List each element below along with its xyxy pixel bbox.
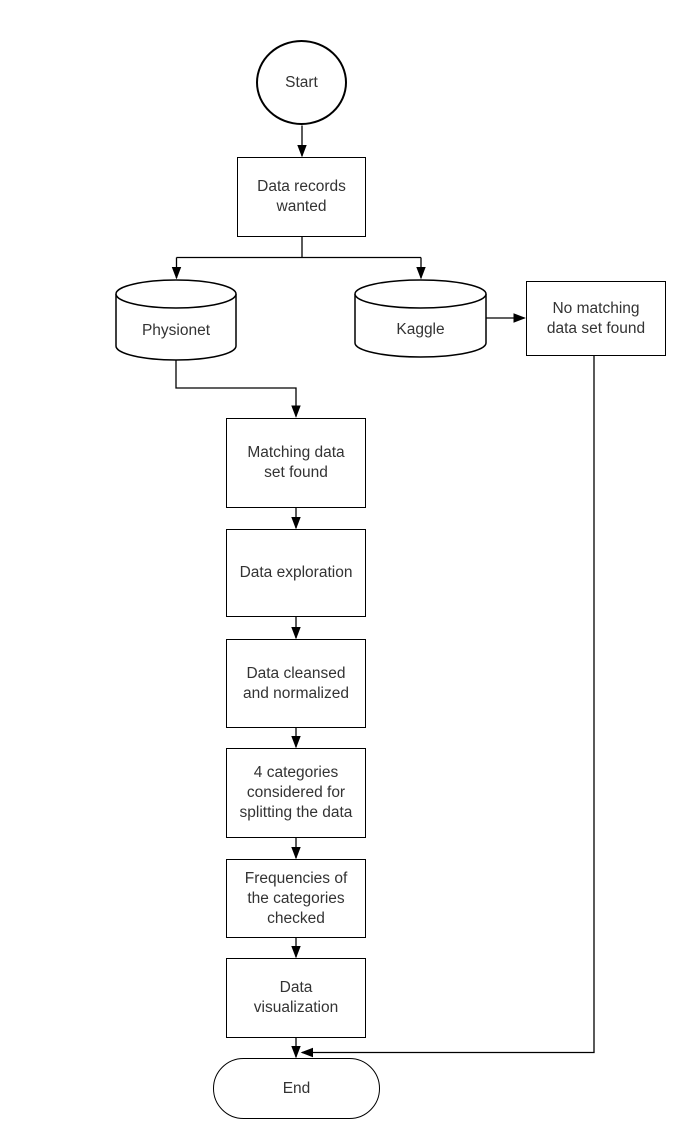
- physionet-cylinder-shape: [115, 279, 237, 361]
- node-frequencies-of-categories-checked: Frequencies of the categories checked: [226, 859, 366, 938]
- node-data-records-wanted: Data records wanted: [237, 157, 366, 237]
- node-frequencies-of-categories-checked-label: Frequencies of the categories checked: [244, 869, 348, 927]
- node-kaggle: Kaggle: [355, 320, 486, 340]
- edge-physionet-to-matching: [175, 360, 301, 418]
- node-matching-data-set-found: Matching data set found: [226, 418, 366, 508]
- node-start-label: Start: [285, 73, 318, 91]
- node-4-categories-considered-label: 4 categories considered for splitting th…: [239, 764, 353, 821]
- node-data-exploration: Data exploration: [226, 529, 366, 617]
- node-kaggle-label: Kaggle: [396, 321, 445, 338]
- node-data-records-wanted-label: Data records wanted: [257, 178, 346, 215]
- node-data-visualization-label: Data visualization: [253, 979, 339, 1016]
- node-physionet: Physionet: [116, 321, 236, 341]
- kaggle-cylinder-shape: [354, 279, 487, 358]
- edge-no-match-to-end: [300, 356, 595, 1058]
- node-4-categories-considered: 4 categories considered for splitting th…: [226, 748, 366, 838]
- node-physionet-label: Physionet: [141, 322, 211, 339]
- node-matching-data-set-found-label: Matching data set found: [247, 444, 345, 481]
- node-end-label: End: [282, 1079, 311, 1097]
- node-no-matching-data-set-found: No matching data set found: [526, 281, 666, 356]
- node-data-visualization: Data visualization: [226, 958, 366, 1038]
- node-end: End: [213, 1058, 380, 1119]
- node-data-cleansed-and-normalized-label: Data cleansed and normalized: [243, 664, 349, 702]
- node-no-matching-data-set-found-label: No matching data set found: [546, 299, 646, 337]
- node-data-exploration-label: Data exploration: [239, 564, 353, 581]
- node-start: Start: [256, 40, 347, 125]
- node-data-cleansed-and-normalized: Data cleansed and normalized: [226, 639, 366, 728]
